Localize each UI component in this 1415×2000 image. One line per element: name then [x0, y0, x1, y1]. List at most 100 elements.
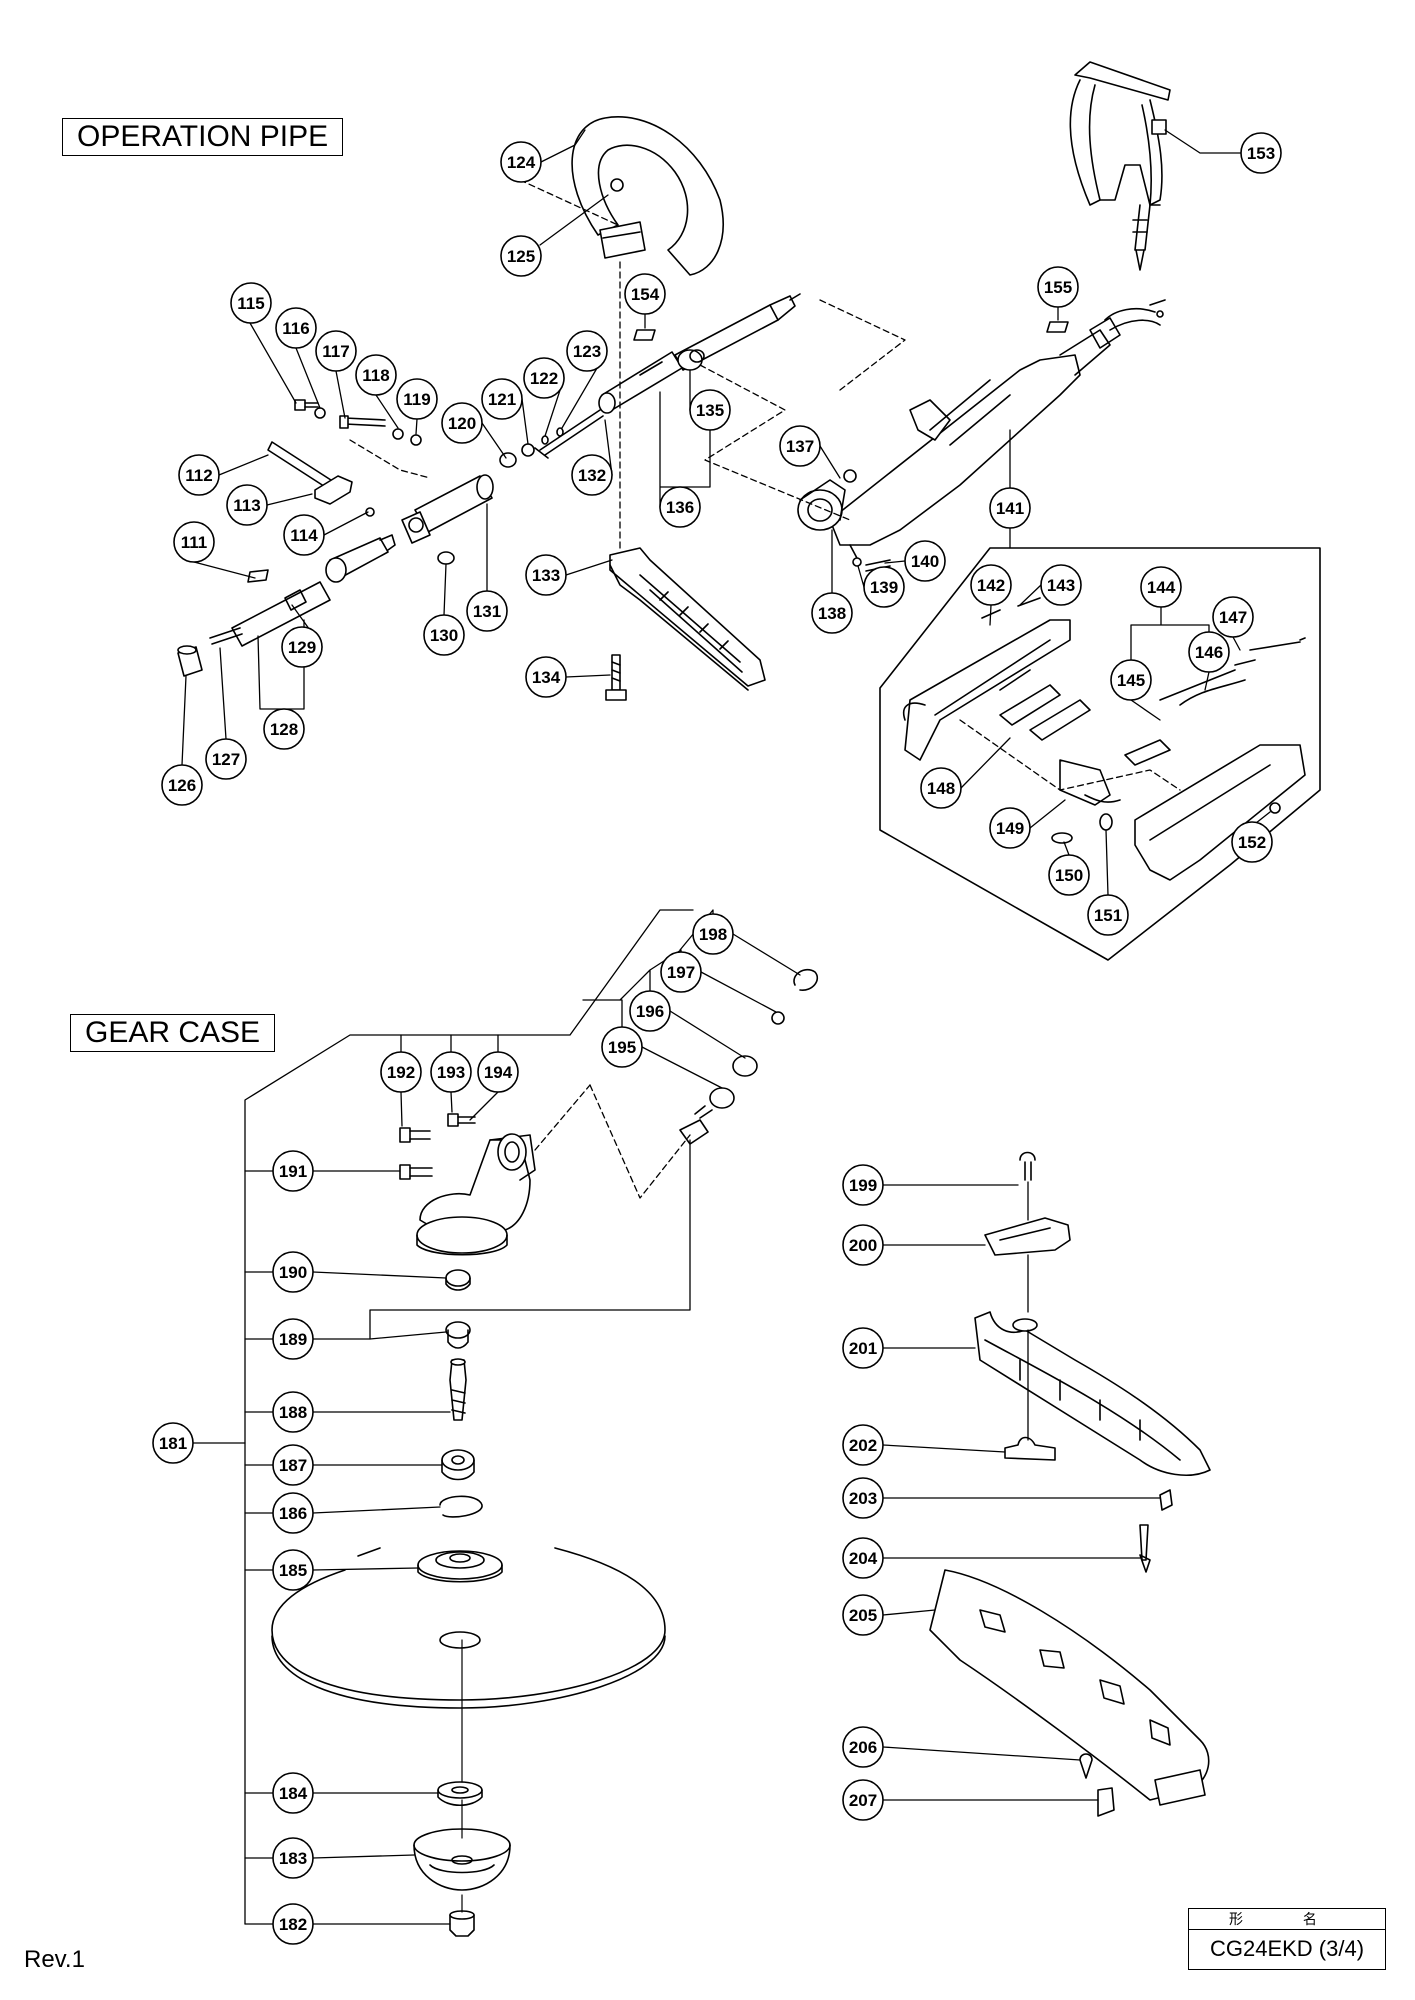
part-number: 113 — [233, 496, 260, 515]
part-number: 152 — [1238, 833, 1266, 852]
part-callout-146: 146 — [1188, 631, 1230, 673]
part-callout-circle — [842, 1726, 884, 1768]
part-number: 134 — [532, 668, 561, 687]
part-number: 131 — [473, 602, 501, 621]
part-number: 203 — [849, 1489, 877, 1508]
part-callout-186: 186 — [272, 1492, 314, 1534]
part-number: 201 — [849, 1339, 877, 1358]
part-callout-141: 141 — [989, 487, 1031, 529]
part-callout-191: 191 — [272, 1150, 314, 1192]
part-callout-circle — [989, 487, 1031, 529]
part-callout-201: 201 — [842, 1327, 884, 1369]
part-callout-111: 111 — [173, 521, 215, 563]
part-callout-185: 185 — [272, 1549, 314, 1591]
part-callout-circle — [842, 1424, 884, 1466]
part-callout-182: 182 — [272, 1903, 314, 1945]
part-number: 122 — [530, 369, 558, 388]
part-number: 200 — [849, 1236, 877, 1255]
part-callout-154: 154 — [624, 273, 666, 315]
part-number: 116 — [282, 319, 309, 338]
part-callout-circle — [842, 1224, 884, 1266]
part-callout-195: 195 — [601, 1026, 643, 1068]
handle-detail-frame — [879, 547, 1321, 961]
part-callout-199: 199 — [842, 1164, 884, 1206]
part-callout-152: 152 — [1231, 821, 1273, 863]
part-callout-circle — [441, 402, 483, 444]
part-callout-204: 204 — [842, 1537, 884, 1579]
part-number: 111 — [181, 533, 208, 552]
part-callout-circle — [272, 1903, 314, 1945]
part-callout-circle — [500, 141, 542, 183]
part-callout-151: 151 — [1087, 894, 1129, 936]
part-callout-129: 129 — [281, 626, 323, 668]
part-callout-circle — [970, 564, 1012, 606]
part-number: 138 — [818, 604, 846, 623]
part-callout-119: 119 — [396, 378, 438, 420]
part-number: 186 — [279, 1504, 307, 1523]
part-callout-192: 192 — [380, 1051, 422, 1093]
part-callout-circle — [205, 738, 247, 780]
part-number: 206 — [849, 1738, 877, 1757]
part-number: 198 — [699, 925, 727, 944]
part-callout-circle — [624, 273, 666, 315]
section-title-operation-pipe: OPERATION PIPE — [62, 118, 344, 156]
part-callout-circle — [842, 1327, 884, 1369]
part-number: 144 — [1147, 578, 1176, 597]
part-callout-148: 148 — [920, 767, 962, 809]
part-callout-circle — [430, 1051, 472, 1093]
part-number: 129 — [288, 638, 316, 657]
part-number: 136 — [666, 498, 694, 517]
part-callout-circle — [1188, 631, 1230, 673]
part-callout-136: 136 — [659, 486, 701, 528]
part-callout-112: 112 — [178, 454, 220, 496]
part-callout-circle — [1140, 566, 1182, 608]
part-number: 124 — [507, 153, 536, 172]
part-number: 189 — [279, 1330, 307, 1349]
part-callout-circle — [283, 514, 325, 556]
part-callout-circle — [423, 614, 465, 656]
part-callout-circle — [477, 1051, 519, 1093]
part-callout-circle — [523, 357, 565, 399]
part-callout-circle — [842, 1537, 884, 1579]
part-callout-circle — [989, 807, 1031, 849]
part-callout-circle — [660, 951, 702, 993]
part-callout-196: 196 — [629, 990, 671, 1032]
part-callout-circle — [272, 1837, 314, 1879]
part-number: 155 — [1044, 278, 1072, 297]
part-callout-circle — [275, 307, 317, 349]
part-callout-130: 130 — [423, 614, 465, 656]
part-callout-circle — [629, 990, 671, 1032]
part-callout-155: 155 — [1037, 266, 1079, 308]
part-callout-circle — [355, 354, 397, 396]
part-callout-circle — [500, 235, 542, 277]
part-number: 196 — [636, 1002, 664, 1021]
part-number: 153 — [1247, 144, 1275, 163]
part-callout-113: 113 — [226, 484, 268, 526]
part-number: 194 — [484, 1063, 513, 1082]
part-callout-205: 205 — [842, 1594, 884, 1636]
part-number: 181 — [159, 1434, 187, 1453]
part-callout-circle — [380, 1051, 422, 1093]
part-callout-115: 115 — [230, 282, 272, 324]
label-sticker-154 — [633, 329, 656, 341]
part-callout-circle — [1212, 596, 1254, 638]
part-number: 118 — [362, 366, 389, 385]
part-callout-circle — [466, 590, 508, 632]
gear-case-drawing — [399, 1113, 536, 1256]
part-callout-circle — [525, 554, 567, 596]
part-callout-circle — [272, 1549, 314, 1591]
part-callout-198: 198 — [692, 913, 734, 955]
part-callout-circle — [842, 1477, 884, 1519]
part-callout-circle — [152, 1422, 194, 1464]
part-callout-circle — [173, 521, 215, 563]
part-callout-193: 193 — [430, 1051, 472, 1093]
part-callout-194: 194 — [477, 1051, 519, 1093]
part-callout-206: 206 — [842, 1726, 884, 1768]
part-callout-142: 142 — [970, 564, 1012, 606]
part-number: 183 — [279, 1849, 307, 1868]
part-number: 202 — [849, 1436, 877, 1455]
part-number: 204 — [849, 1549, 878, 1568]
part-number: 142 — [977, 576, 1005, 595]
part-number: 146 — [1195, 643, 1223, 662]
